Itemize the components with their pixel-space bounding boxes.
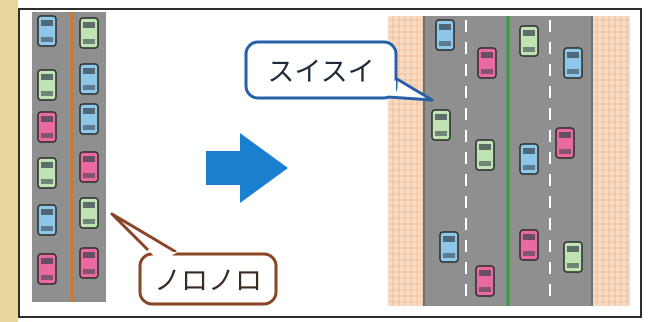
car-icon [555,127,575,159]
car-icon [519,229,539,261]
car-icon [37,69,57,101]
car-icon [431,109,451,141]
car-icon [37,157,57,189]
car-icon [477,47,497,79]
car-icon [79,103,99,135]
car-icon [475,265,495,297]
car-icon [519,25,539,57]
car-icon [563,241,583,273]
parchment-edge [0,0,18,322]
congested-cars [37,15,99,285]
right-arrow-icon [206,133,288,203]
car-icon [79,151,99,183]
car-icon [79,63,99,95]
car-icon [79,17,99,49]
car-icon [435,19,455,51]
car-icon [563,47,583,79]
frame-border [18,8,642,318]
lane-dashes [465,20,551,296]
car-icon [37,111,57,143]
car-icon [79,247,99,279]
callout-slow: ノロノロ [110,212,278,306]
car-icon [37,253,57,285]
car-icon [475,139,495,171]
smooth-road [388,16,630,306]
car-icon [37,204,57,236]
car-icon [79,197,99,229]
car-icon [519,143,539,175]
callout-smooth-label: スイスイ [267,57,374,88]
car-icon [37,15,57,47]
car-icon [439,231,459,263]
callout-slow-label: ノロノロ [154,266,262,297]
right-sidewalk [592,16,630,306]
smooth-cars [431,19,583,297]
callout-smooth: スイスイ [244,40,434,102]
